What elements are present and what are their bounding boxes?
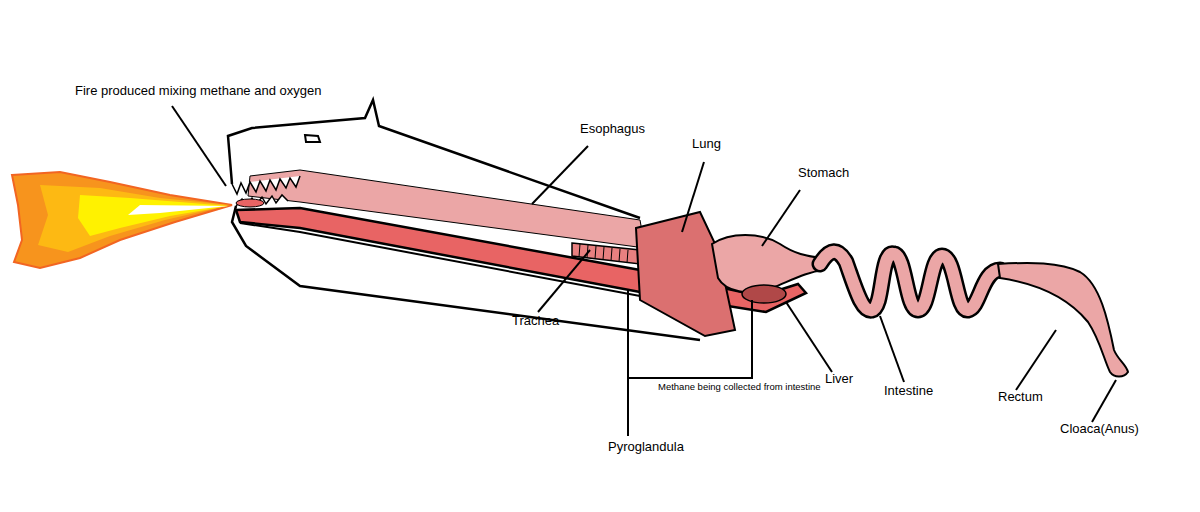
leader-line xyxy=(538,250,590,312)
leader-line xyxy=(532,146,588,204)
fire-inner xyxy=(78,195,228,236)
leader-line xyxy=(682,162,704,232)
part-label: Stomach xyxy=(798,166,849,181)
body-outline-top xyxy=(228,100,640,218)
bracket xyxy=(628,300,752,378)
part-label: Rectum xyxy=(998,390,1043,405)
part-label: Cloaca(Anus) xyxy=(1060,422,1139,437)
part-label: Methane being collected from intestine xyxy=(658,382,821,393)
leader-line xyxy=(627,290,629,436)
rectum xyxy=(998,263,1128,377)
tongue xyxy=(236,199,264,207)
part-label: Esophagus xyxy=(580,122,645,137)
leader-line xyxy=(1016,330,1056,390)
part-label: Lung xyxy=(692,137,721,152)
intestine-outline xyxy=(820,252,1000,310)
leader-line xyxy=(762,190,800,246)
esophagus-tube xyxy=(248,170,645,248)
fire-middle xyxy=(38,185,230,252)
fire-outer xyxy=(12,172,232,268)
jaw-inner-line xyxy=(240,223,640,296)
leader-line xyxy=(1092,380,1116,422)
upper-teeth xyxy=(232,176,300,194)
part-label: Liver xyxy=(825,372,853,387)
intestine xyxy=(820,252,1000,310)
leader-line xyxy=(880,316,904,382)
head-eye xyxy=(305,135,320,142)
leader-lines xyxy=(172,106,1116,436)
body-outline-bottom xyxy=(232,206,700,340)
fire-core xyxy=(128,205,228,215)
part-label: Trachea xyxy=(512,314,559,329)
liver xyxy=(742,285,786,303)
lower-teeth xyxy=(236,195,288,206)
part-label: Intestine xyxy=(884,384,933,399)
leader-line xyxy=(786,302,832,372)
leader-line xyxy=(172,106,226,186)
part-label: Fire produced mixing methane and oxygen xyxy=(75,84,321,99)
stomach xyxy=(712,235,824,292)
part-label: Pyroglandula xyxy=(608,440,684,455)
